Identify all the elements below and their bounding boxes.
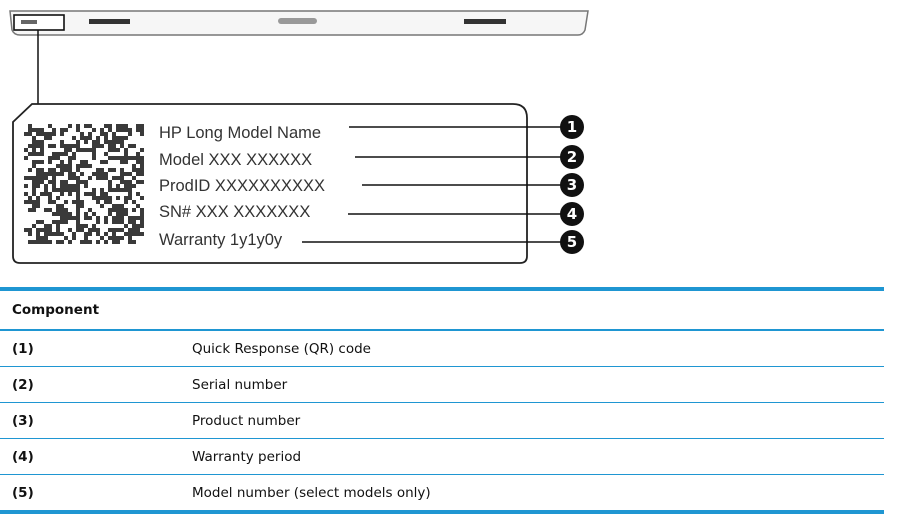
svg-text:5: 5 [567,233,577,251]
row-number: (1) [0,330,180,367]
row-number: (5) [0,474,180,514]
svg-text:4: 4 [567,205,577,223]
table-row: (2) Serial number [0,366,884,403]
row-description: Warranty period [180,438,884,475]
svg-text:3: 3 [567,176,577,194]
label-warranty: Warranty 1y1y0y [159,231,283,249]
row-number: (4) [0,438,180,475]
foot-left [89,19,130,24]
table-row: (1) Quick Response (QR) code [0,330,884,367]
row-number: (3) [0,402,180,439]
row-description: Model number (select models only) [180,474,884,514]
table-row: (3) Product number [0,402,884,439]
component-table: Component (1) Quick Response (QR) code (… [0,287,884,514]
device-bottom-view [9,10,589,36]
label-model: Model XXX XXXXXX [159,151,312,169]
label-sn: SN# XXX XXXXXXX [159,203,310,221]
callout-2: 2 [560,145,584,169]
row-description: Product number [180,402,884,439]
table-header-component: Component [0,287,884,331]
table-row: (5) Model number (select models only) [0,474,884,514]
row-number: (2) [0,366,180,403]
vent [278,18,317,24]
svg-text:2: 2 [567,148,577,166]
table-header-row: Component [0,287,884,331]
foot-right [464,19,506,24]
callout-1: 1 [560,115,584,139]
label-location-marker [13,14,65,31]
label-model-name: HP Long Model Name [159,124,321,142]
callout-lines [302,126,562,243]
svg-text:1: 1 [567,118,577,136]
row-description: Quick Response (QR) code [180,330,884,367]
callout-4: 4 [560,202,584,226]
qr-code [24,124,144,244]
callout-5: 5 [560,230,584,254]
service-label-illustration: HP Long Model Name Model XXX XXXXXX Prod… [9,10,589,264]
callout-3: 3 [560,173,584,197]
label-prodid: ProdID XXXXXXXXXX [159,177,325,195]
row-description: Serial number [180,366,884,403]
table-row: (4) Warranty period [0,438,884,475]
